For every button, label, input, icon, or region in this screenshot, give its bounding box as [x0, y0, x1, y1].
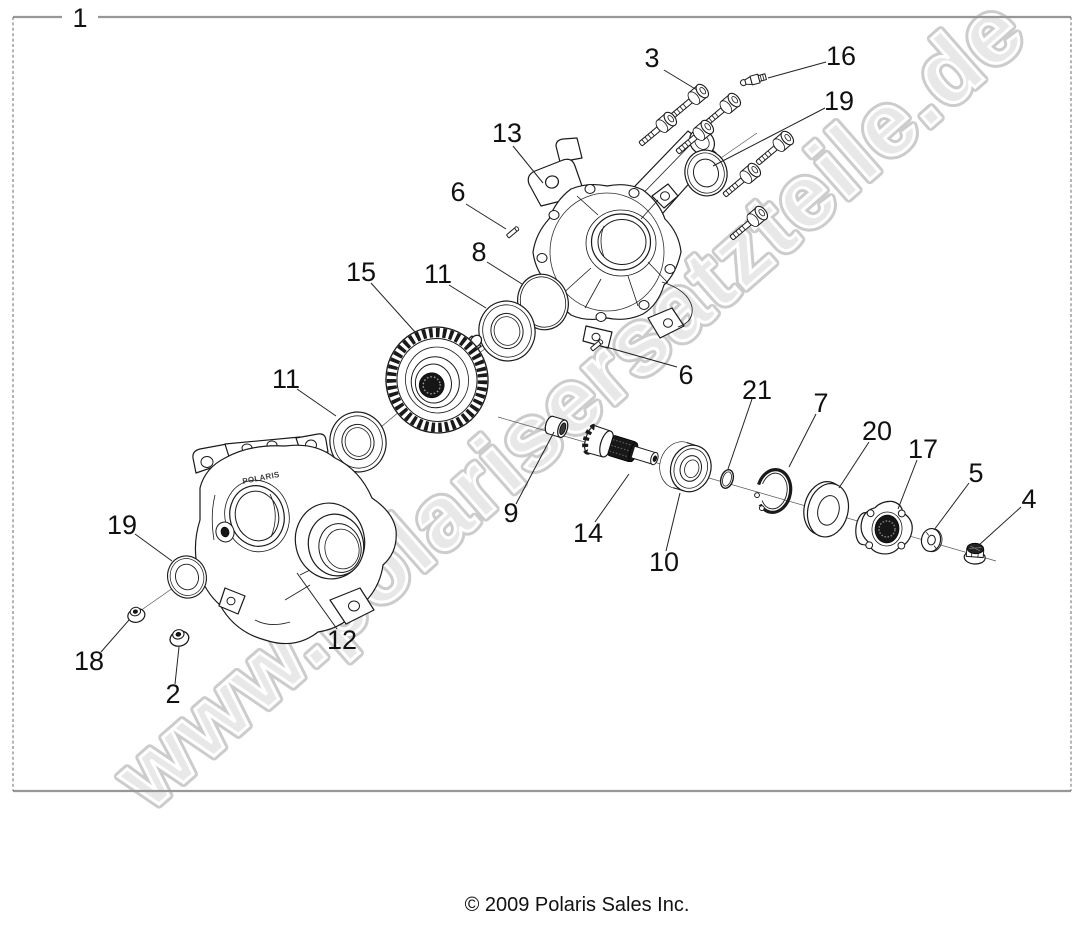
callout-5: 5 — [968, 458, 983, 488]
callout-14: 14 — [573, 518, 603, 548]
fill-plug-part-2 — [167, 626, 192, 649]
callout-numbers: 1 3 16 19 13 6 8 15 11 11 6 21 7 20 17 5… — [72, 3, 1036, 709]
callout-leader-lines — [100, 61, 1022, 685]
callout-8: 8 — [471, 237, 486, 267]
drain-plug-part-18 — [125, 604, 147, 625]
callout-19-left: 19 — [107, 510, 137, 540]
callout-7: 7 — [813, 388, 828, 418]
dowel-pin-part-6-top — [505, 225, 521, 239]
callout-4: 4 — [1021, 484, 1036, 514]
washer-part-20 — [803, 481, 850, 538]
nut-part-4 — [963, 542, 986, 565]
callout-17: 17 — [908, 434, 938, 464]
bushing-part-9 — [544, 415, 569, 439]
callout-3: 3 — [644, 43, 659, 73]
callout-13: 13 — [492, 118, 522, 148]
callout-10: 10 — [649, 547, 679, 577]
washer-part-5 — [920, 527, 943, 553]
front-housing-part-12: POLARIS — [192, 433, 397, 645]
snap-ring-part-7 — [754, 468, 793, 514]
watermark: www.polarisersatzteile.de www.polarisers… — [92, 0, 1048, 832]
callout-1: 1 — [72, 3, 87, 33]
rear-housing-part — [527, 128, 717, 349]
callout-16: 16 — [826, 41, 856, 71]
assembly-frame — [12, 15, 1072, 793]
callout-18: 18 — [74, 646, 104, 676]
callout-11-right: 11 — [424, 259, 452, 289]
callout-6-top: 6 — [450, 177, 465, 207]
shaft-bearing-part-10 — [659, 441, 712, 493]
copyright-line: © 2009 Polaris Sales Inc. — [465, 894, 690, 916]
ring-gear-part-15 — [385, 326, 489, 434]
callout-2: 2 — [165, 679, 180, 709]
callout-11-left: 11 — [272, 364, 300, 394]
pinion-shaft-part-14 — [582, 423, 659, 466]
retaining-ring-part-21 — [719, 469, 735, 489]
callout-19-top: 19 — [824, 86, 854, 116]
watermark-text: www.polarisersatzteile.de — [96, 0, 1043, 828]
callout-9: 9 — [503, 498, 518, 528]
output-flange-part-17 — [855, 500, 913, 555]
callout-12: 12 — [327, 625, 357, 655]
grease-fitting-part-16 — [739, 73, 767, 87]
callout-6-bottom: 6 — [678, 360, 693, 390]
callout-21: 21 — [742, 375, 772, 405]
callout-20: 20 — [862, 416, 892, 446]
callout-15: 15 — [346, 257, 376, 287]
